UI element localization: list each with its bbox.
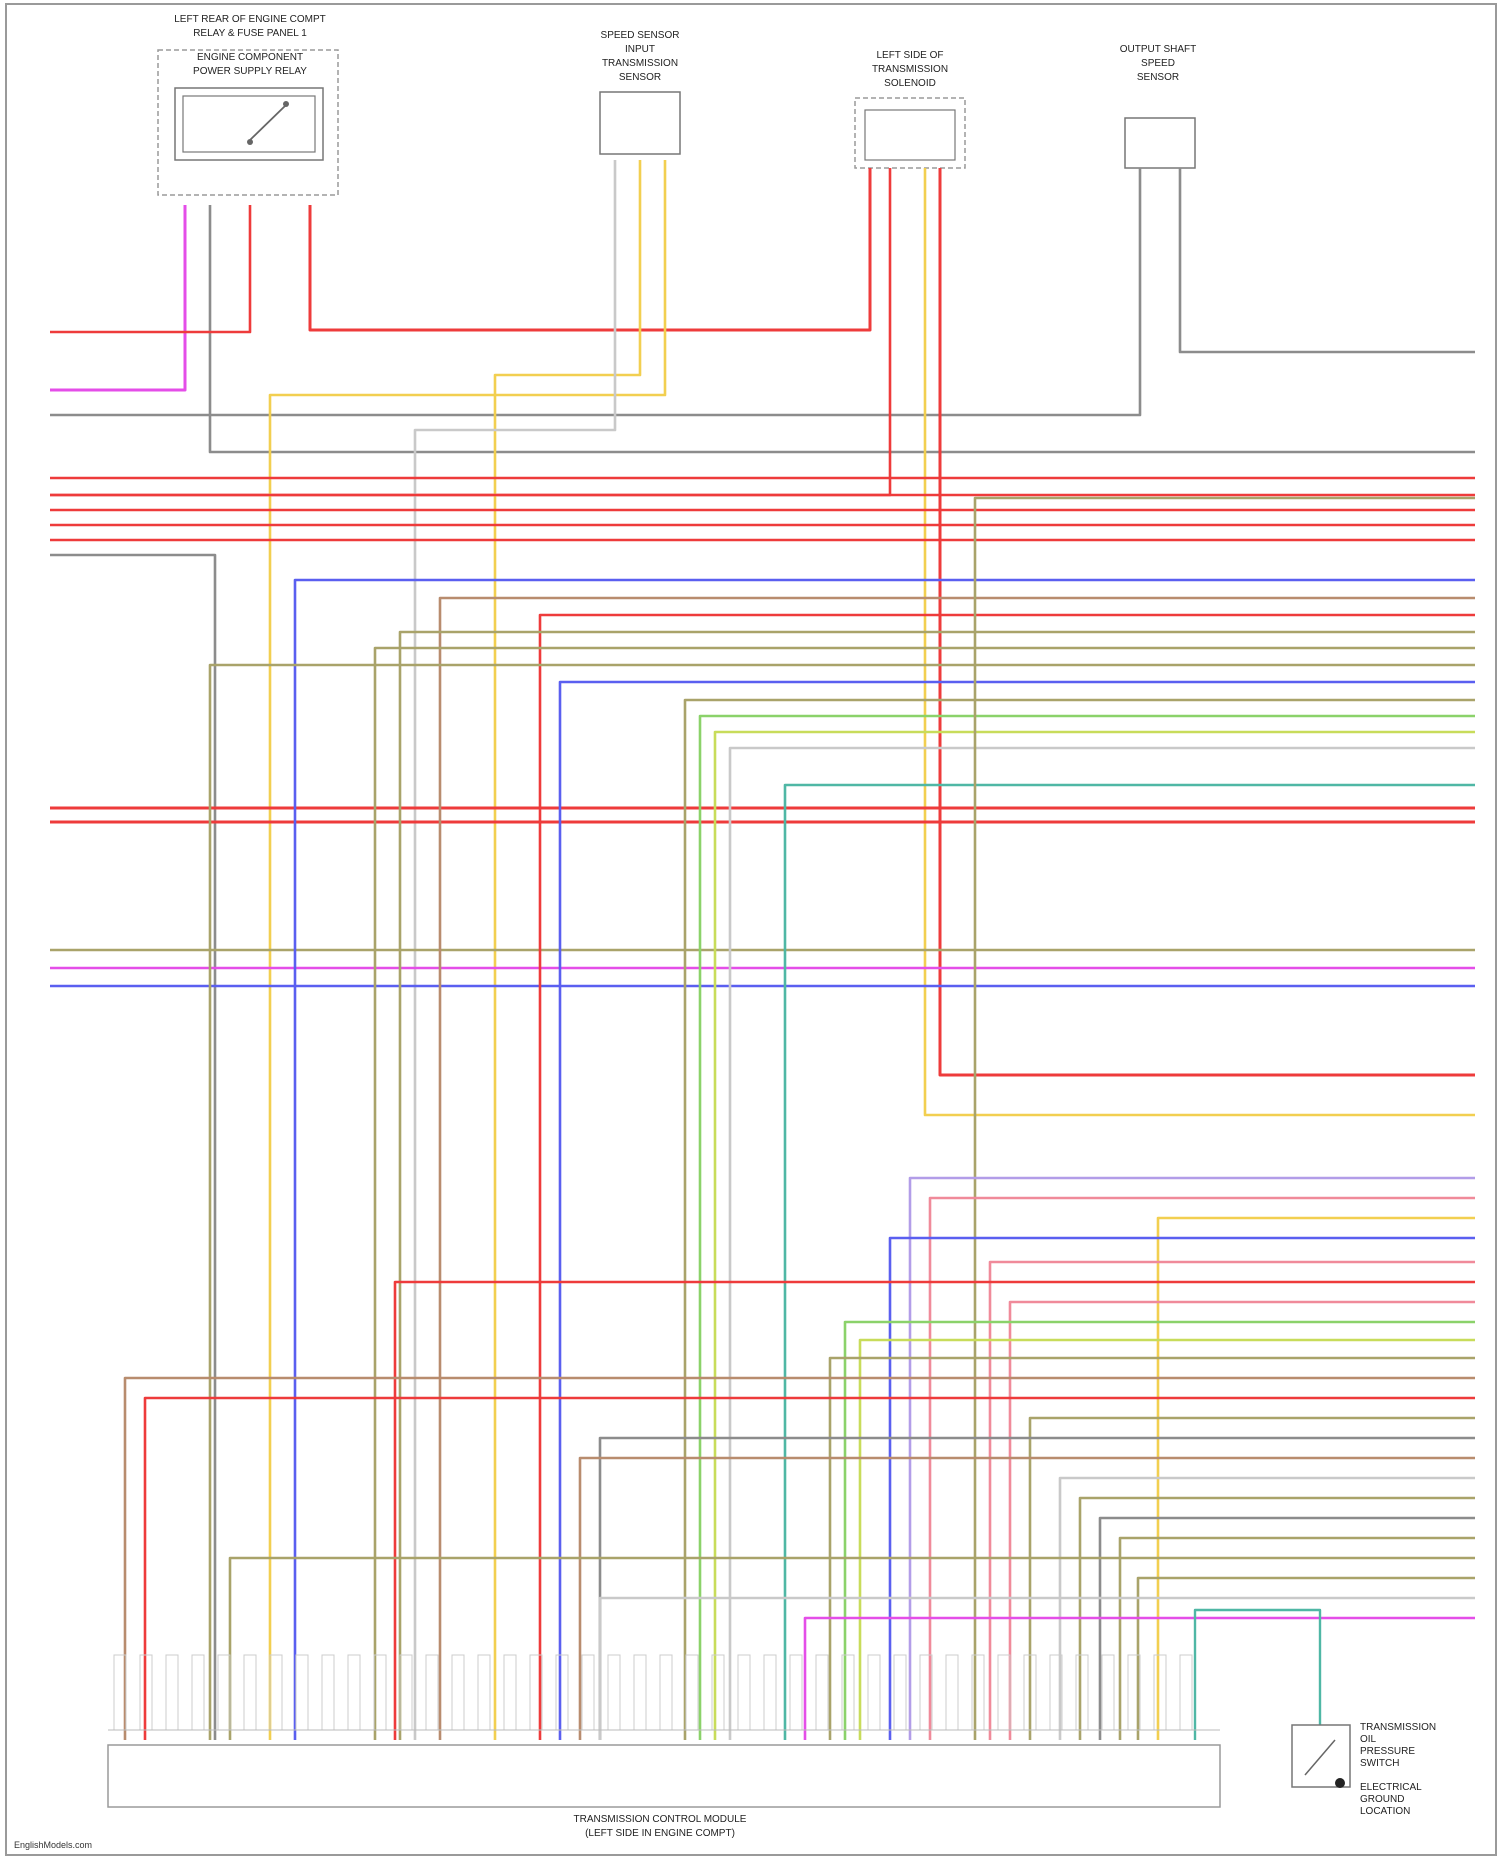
solenoid-component: LEFT SIDE OF TRANSMISSION SOLENOID	[855, 50, 965, 168]
wire-row-11	[730, 748, 1475, 1740]
tcm-pin-stub	[946, 1655, 958, 1730]
wire-low-row-6	[395, 1282, 1475, 1740]
wire-grey-output-left	[50, 168, 1140, 415]
output-sensor-title-1: OUTPUT SHAFT	[1120, 44, 1196, 55]
tcm-pin-stub	[634, 1655, 646, 1730]
tcm-pin-stub	[556, 1655, 568, 1730]
ground-symbol-icon	[1335, 1778, 1345, 1788]
wire-low-row-19	[1120, 1538, 1475, 1740]
ground-component: TRANSMISSION OIL PRESSURE SWITCH ELECTRI…	[1292, 1722, 1436, 1817]
tcm-pin-stub	[1154, 1655, 1166, 1730]
wire-red-solenoid-right	[940, 168, 1475, 1075]
wire-group	[50, 160, 1475, 1740]
speed-sensor-title-1: SPEED SENSOR	[601, 30, 680, 41]
speed-sensor-title-2: INPUT	[625, 44, 655, 55]
tcm-pin-stub	[270, 1655, 282, 1730]
tcm-pin-stub	[218, 1655, 230, 1730]
wire-low-row-5	[990, 1262, 1475, 1740]
wire-yellow-solenoid-right	[925, 168, 1475, 1115]
wire-low-row-12	[145, 1398, 1475, 1740]
ground-title-6: GROUND	[1360, 1794, 1404, 1805]
tcm-pin-stub	[296, 1655, 308, 1730]
ground-title-5: ELECTRICAL	[1360, 1782, 1422, 1793]
tcm-pin-stub	[764, 1655, 776, 1730]
ground-title-7: LOCATION	[1360, 1806, 1410, 1817]
tcm-pin-stub	[1180, 1655, 1192, 1730]
tcm-pin-stub	[504, 1655, 516, 1730]
tcm-pin-stub	[894, 1655, 906, 1730]
tcm-pin-stub	[790, 1655, 802, 1730]
wire-low-row-9	[860, 1340, 1475, 1740]
wire-low-row-4	[890, 1238, 1475, 1740]
tcm-pin-stub	[608, 1655, 620, 1730]
wire-red-relay-solenoid	[310, 168, 870, 330]
wire-low-row-10	[830, 1358, 1475, 1740]
relay-title-3: ENGINE COMPONENT	[197, 52, 303, 63]
tcm-pin-stub	[660, 1655, 672, 1730]
wire-low-row-18	[1100, 1518, 1475, 1740]
tcm-pin-stub	[400, 1655, 412, 1730]
ground-title-3: PRESSURE	[1360, 1746, 1415, 1757]
solenoid-title-1: LEFT SIDE OF	[876, 50, 943, 61]
speed-sensor-title-4: SENSOR	[619, 72, 661, 83]
tcm-pin-stub	[582, 1655, 594, 1730]
wire-row-7	[560, 682, 1475, 1740]
wire-teal-ground	[1195, 1610, 1320, 1740]
wire-grey-bus-drop	[50, 555, 215, 1740]
wire-olive-right-drop	[975, 498, 1475, 1740]
solenoid-title-2: TRANSMISSION	[872, 64, 948, 75]
ground-title-1: TRANSMISSION	[1360, 1722, 1436, 1733]
wire-red-relay-left	[50, 205, 250, 332]
wire-row-2	[440, 598, 1475, 1740]
wire-low-row-8	[845, 1322, 1475, 1740]
tcm-pin-stub	[244, 1655, 256, 1730]
wire-grey-output-sensor	[1180, 168, 1475, 352]
relay-title-4: POWER SUPPLY RELAY	[193, 66, 307, 77]
footer-credit: EnglishModels.com	[14, 1840, 92, 1850]
wire-magenta-relay	[50, 205, 185, 390]
tcm-pin-stub	[426, 1655, 438, 1730]
tcm-pin-stub	[998, 1655, 1010, 1730]
wire-low-row-2	[930, 1198, 1475, 1740]
ground-title-2: OIL	[1360, 1734, 1377, 1745]
tcm-title-2: (LEFT SIDE IN ENGINE COMPT)	[585, 1828, 735, 1839]
speed-sensor-component: SPEED SENSOR INPUT TRANSMISSION SENSOR	[600, 30, 680, 154]
tcm-pin-stub	[1076, 1655, 1088, 1730]
tcm-pin-stub	[816, 1655, 828, 1730]
speed-sensor-title-3: TRANSMISSION	[602, 58, 678, 69]
tcm-title-1: TRANSMISSION CONTROL MODULE	[574, 1814, 747, 1825]
tcm-pin-stub	[686, 1655, 698, 1730]
wire-low-row-20	[230, 1558, 1475, 1740]
tcm-pin-stub	[348, 1655, 360, 1730]
tcm-pin-stub	[868, 1655, 880, 1730]
wire-low-row-21	[1138, 1578, 1475, 1740]
relay-title-2: RELAY & FUSE PANEL 1	[193, 28, 307, 39]
output-sensor-title-3: SENSOR	[1137, 72, 1179, 83]
solenoid-title-3: SOLENOID	[884, 78, 936, 89]
relay-title-1: LEFT REAR OF ENGINE COMPT	[174, 14, 326, 25]
relay-switch-contact	[250, 106, 285, 140]
tcm-component: TRANSMISSION CONTROL MODULE (LEFT SIDE I…	[108, 1730, 1220, 1839]
output-sensor-component: OUTPUT SHAFT SPEED SENSOR	[1120, 44, 1196, 168]
wire-row-1	[295, 580, 1475, 1740]
tcm-pin-stub	[1102, 1655, 1114, 1730]
tcm-pin-stub	[452, 1655, 464, 1730]
output-sensor-title-2: SPEED	[1141, 58, 1175, 69]
tcm-pin-stub	[322, 1655, 334, 1730]
tcm-pin-stub	[478, 1655, 490, 1730]
wire-row-9	[700, 716, 1475, 1740]
relay-component: LEFT REAR OF ENGINE COMPT RELAY & FUSE P…	[158, 14, 338, 195]
ground-title-4: SWITCH	[1360, 1758, 1399, 1769]
tcm-pin-stub	[166, 1655, 178, 1730]
tcm-pin-stub	[738, 1655, 750, 1730]
tcm-pin-stub	[192, 1655, 204, 1730]
